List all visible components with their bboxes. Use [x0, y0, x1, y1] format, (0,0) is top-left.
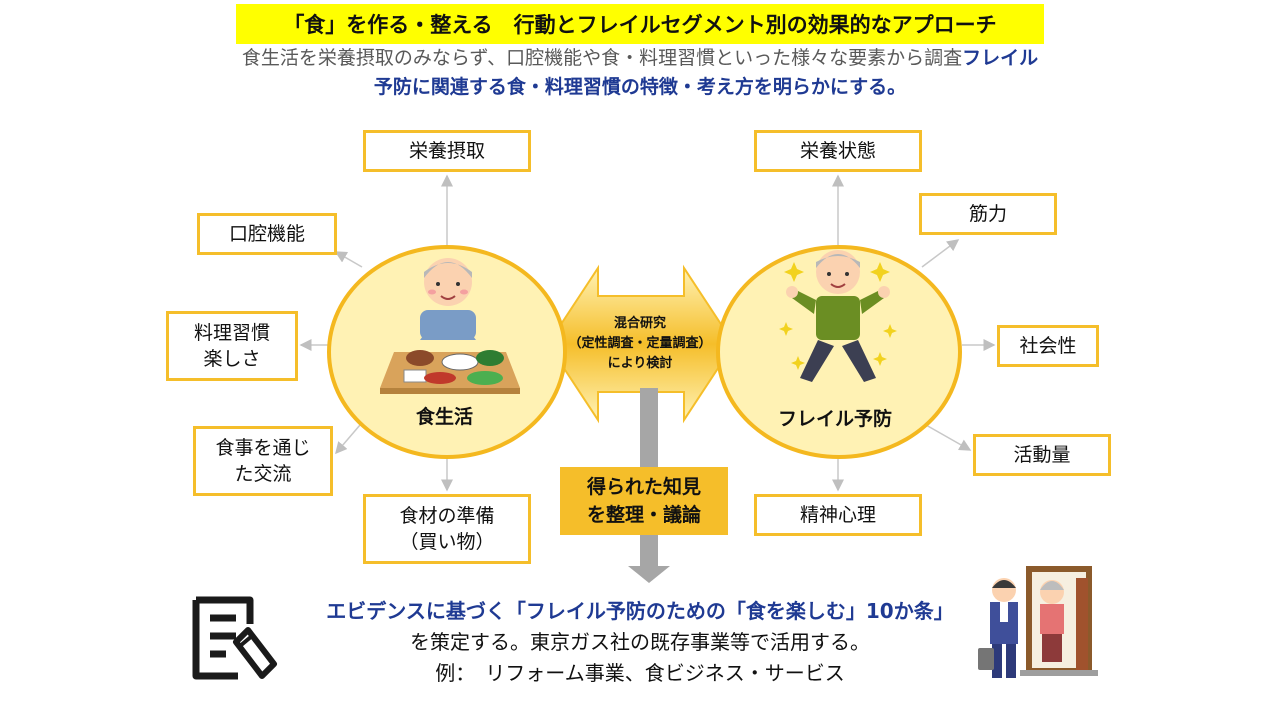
left-hub-label: 食生活	[416, 406, 474, 428]
conclusion: エビデンスに基づく「フレイル予防のための「食を楽しむ」10か条」 を策定する。東…	[280, 596, 1000, 689]
document-pen-icon	[192, 596, 277, 680]
mixed-method-label: 混合研究 （定性調査・定量調査） により検討	[568, 316, 712, 371]
right-connectors	[832, 174, 996, 492]
conclusion-line2: を策定する。東京ガス社の既存事業等で活用する。	[410, 630, 870, 654]
item-muscle: 筋力	[919, 193, 1057, 235]
subtitle: 食生活を栄養摂取のみならず、口腔機能や食・料理習慣といった様々な要素から調査フレ…	[150, 44, 1130, 102]
home-visit-illustration	[978, 566, 1098, 678]
down-arrow	[628, 388, 670, 583]
subtitle-line1: 食生活を栄養摂取のみならず、口腔機能や食・料理習慣といった様々な要素から調査	[241, 47, 963, 69]
item-meal-exchange: 食事を通じ た交流	[193, 426, 333, 496]
subtitle-line2: 予防に関連する食・料理習慣の特徴・考え方を明らかにする。	[373, 76, 907, 98]
conclusion-line1: エビデンスに基づく「フレイル予防のための「食を楽しむ」10か条」	[326, 599, 954, 623]
item-nutrition-intake: 栄養摂取	[363, 130, 531, 172]
item-nutrition-status: 栄養状態	[754, 130, 922, 172]
item-activity: 活動量	[973, 434, 1111, 476]
right-hub-label: フレイル予防	[778, 408, 893, 430]
item-food-preparation: 食材の準備 （買い物）	[363, 494, 531, 564]
left-connectors	[299, 174, 453, 492]
item-oral-function: 口腔機能	[197, 213, 337, 255]
item-cooking-habits: 料理習慣 楽しさ	[166, 311, 298, 381]
page-title: 「食」を作る・整える 行動とフレイルセグメント別の効果的なアプローチ	[236, 4, 1044, 44]
conclusion-line3: 例： リフォーム事業、食ビジネス・サービス	[435, 661, 845, 685]
subtitle-line1-bold: フレイル	[962, 47, 1039, 69]
knowledge-box: 得られた知見 を整理・議論	[560, 467, 728, 535]
item-sociality: 社会性	[997, 325, 1099, 367]
item-mental: 精神心理	[754, 494, 922, 536]
